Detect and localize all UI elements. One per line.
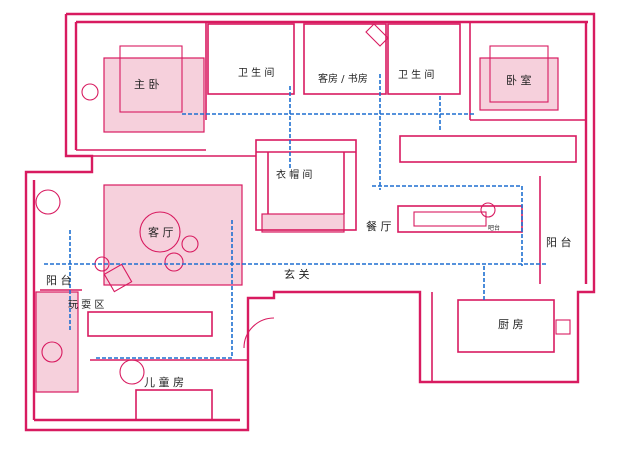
label-entrance: 玄 关 (284, 267, 310, 281)
bar-stool (480, 202, 496, 218)
balcony-round-table (35, 189, 61, 215)
label-dining-room: 餐 厅 (366, 219, 392, 233)
label-balcony-left: 阳 台 (46, 273, 72, 287)
entrance-arc (243, 317, 275, 349)
label-play-area: 玩 耍 区 (68, 299, 104, 311)
label-balcony-right: 阳 台 (546, 235, 572, 249)
label-living-room: 客 厅 (148, 225, 174, 239)
bath-left-room (207, 23, 295, 95)
coffee-table (139, 211, 181, 253)
partitions (40, 22, 586, 421)
play-area-fill (35, 291, 79, 393)
master-round-chair (81, 83, 99, 101)
closet-fill (261, 213, 345, 233)
master-bed (119, 45, 183, 113)
living-sofa-fill (103, 184, 243, 286)
label-master-bedroom: 主 卧 (134, 78, 160, 91)
label-kitchen: 厨 房 (498, 318, 524, 331)
label-guest-study: 客房 / 书房 (318, 72, 368, 85)
kitchen-counter (457, 299, 555, 353)
outer-wall-top (24, 12, 596, 432)
label-bedroom: 卧 室 (506, 73, 532, 87)
bar-island (397, 205, 523, 233)
closet-room (255, 139, 357, 231)
kids-wardrobe (135, 389, 213, 421)
bedroom-bed-fill (479, 57, 559, 111)
kitchen-stove (555, 319, 571, 335)
bath-right-room (387, 23, 461, 95)
tv-cabinet (87, 311, 213, 337)
counter-row (399, 135, 577, 163)
study-desk (365, 23, 389, 47)
play-ball (41, 341, 63, 363)
guest-study-room (303, 23, 387, 95)
bedroom-bed (489, 45, 549, 103)
master-bed-fill (103, 57, 205, 133)
room-labels: 主 卧 卫 生 间 客房 / 书房 卫 生 间 卧 室 衣 帽 间 客 厅 餐 … (46, 66, 572, 389)
living-pouf-b (181, 235, 199, 253)
play-area-text: 玩 耍 区 (68, 299, 104, 311)
label-bath-left: 卫 生 间 (238, 66, 274, 79)
living-pouf-a (164, 252, 184, 272)
fill-areas (35, 57, 559, 393)
label-bar: 吧台 (488, 224, 500, 232)
label-closet: 衣 帽 间 (276, 168, 312, 181)
furniture (35, 23, 571, 385)
armchair (103, 263, 133, 293)
label-kids-room: 儿 童 房 (144, 375, 184, 389)
kids-round-rug (119, 359, 145, 385)
dining-table (413, 211, 487, 227)
wiring (44, 74, 546, 359)
walls (24, 12, 596, 432)
label-bath-right: 卫 生 间 (398, 68, 434, 81)
